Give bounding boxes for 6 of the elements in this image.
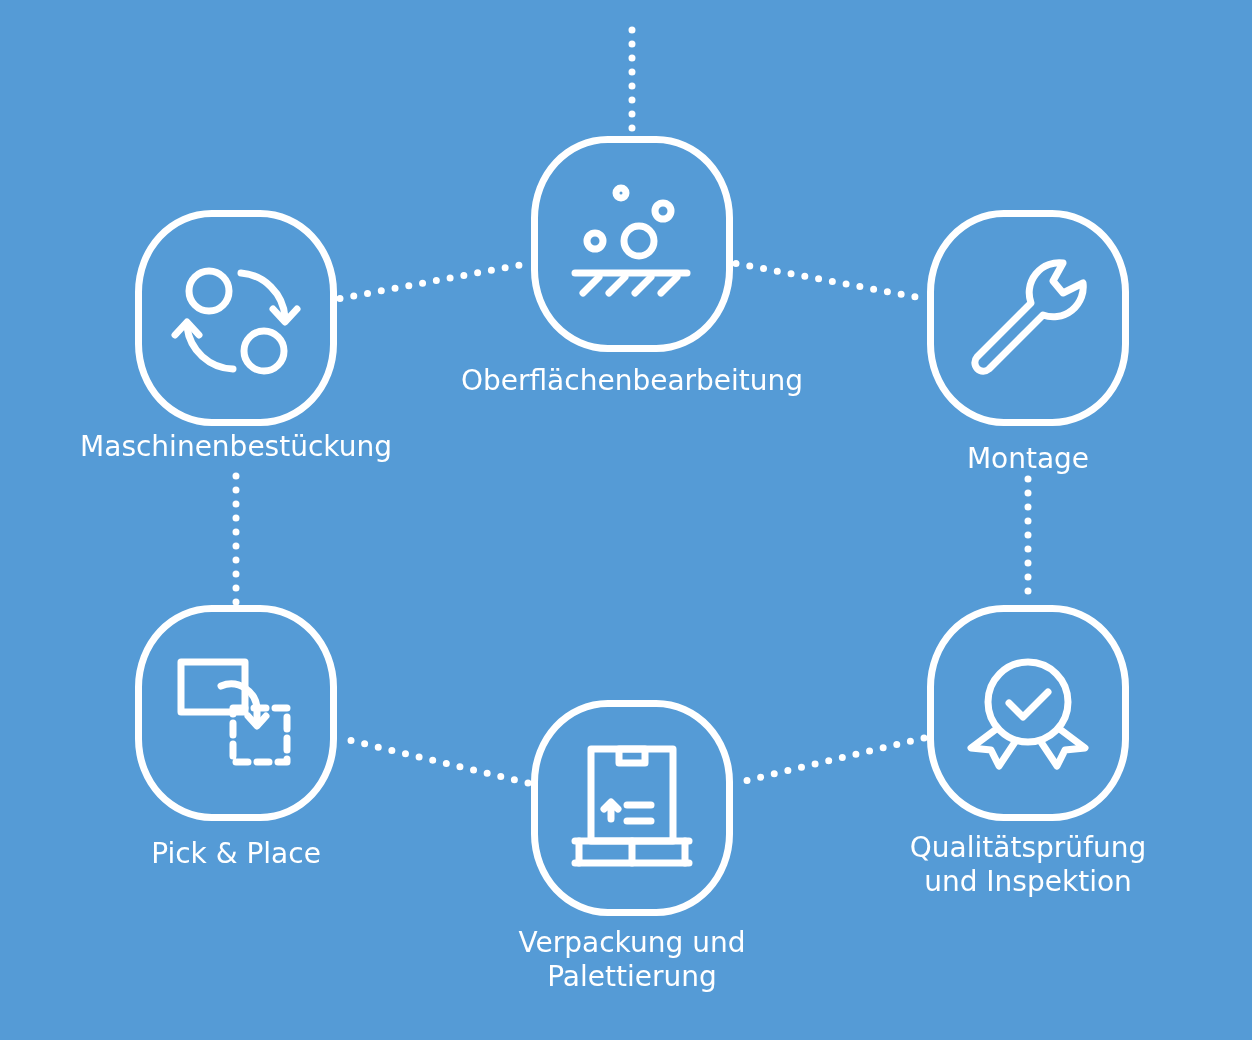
step-label: Qualitätsprüfung und Inspektion xyxy=(908,831,1148,899)
step-label: Verpackung und Palettierung xyxy=(517,926,747,994)
step-label: Pick & Place xyxy=(151,837,321,871)
step-label: Maschinenbestückung xyxy=(80,430,392,464)
step-label: Oberflächenbearbeitung xyxy=(460,364,804,398)
step-label: Montage xyxy=(966,442,1090,476)
